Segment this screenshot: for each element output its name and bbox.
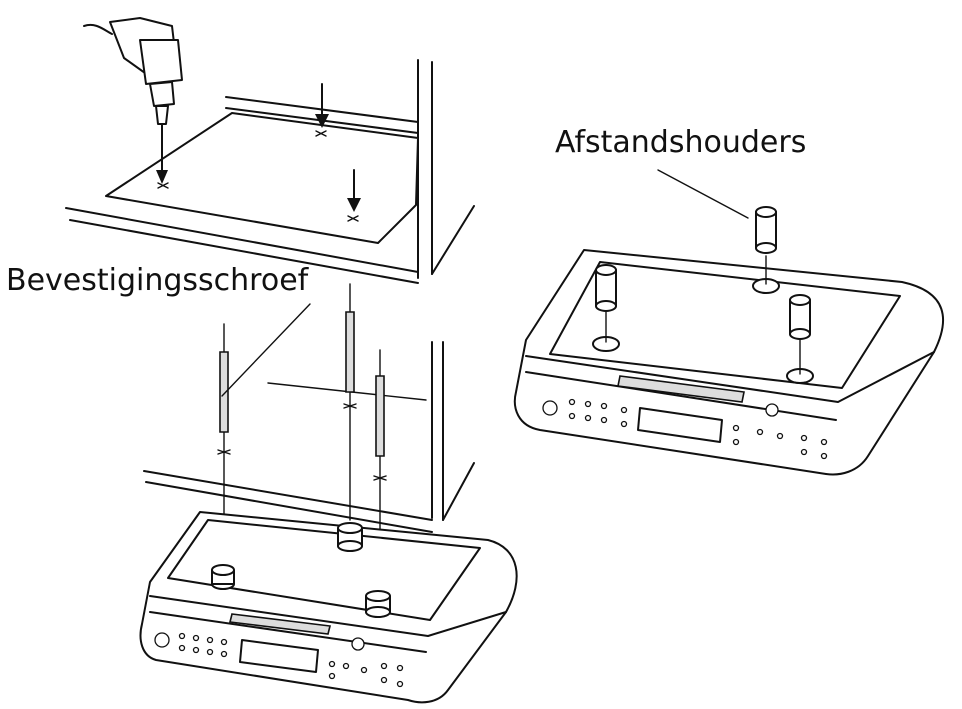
cabinet-bottom-left (144, 342, 474, 532)
arrow-down-icon (347, 170, 361, 212)
spacer-icon (790, 295, 810, 339)
screw-label: Bevestigingsschroef (6, 263, 309, 298)
radio-unit-icon (515, 207, 943, 474)
drill-icon (84, 18, 182, 184)
screw-icon (344, 284, 356, 520)
screw-leader-line (222, 304, 310, 396)
cabinet-top-left (66, 60, 474, 283)
spacer-icon (212, 565, 234, 589)
spacers-label: Afstandshouders (555, 125, 807, 160)
arrow-down-icon (315, 84, 329, 128)
spacer-icon (338, 523, 362, 551)
spacer-icon (596, 265, 616, 311)
screw-icon (374, 350, 386, 596)
radio-unit-icon (141, 512, 517, 702)
spacer-icon (366, 591, 390, 617)
spacer-leader-line (658, 170, 748, 218)
spacer-icon (756, 207, 776, 253)
